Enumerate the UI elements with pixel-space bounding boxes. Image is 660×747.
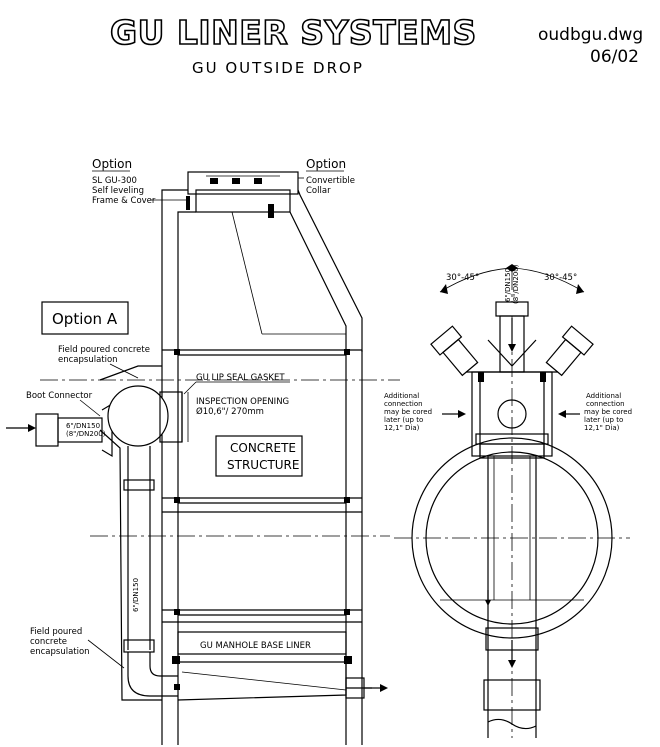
svg-text:INSPECTION OPENING: INSPECTION OPENING — [196, 397, 289, 407]
angle-left-label: 30°-45° — [446, 273, 479, 283]
svg-text:may be cored: may be cored — [584, 408, 632, 416]
option-a-box — [41, 301, 129, 335]
svg-text:encapsulation: encapsulation — [30, 647, 90, 657]
angle-right-label: 30°-45° — [544, 273, 577, 283]
svg-text:STRUCTURE: STRUCTURE — [227, 458, 299, 472]
svg-text:connection: connection — [384, 400, 423, 408]
svg-text:(8"/DN200): (8"/DN200) — [512, 264, 520, 304]
option-a-label: Option A — [52, 310, 118, 328]
option-frame-label: Option — [92, 157, 132, 171]
lip-seal-label: GU LIP SEAL GASKET — [196, 373, 285, 383]
svg-text:may be cored: may be cored — [384, 408, 432, 416]
svg-text:12,1" Dia): 12,1" Dia) — [584, 424, 620, 432]
manhole-section-view — [35, 171, 400, 745]
base-liner-label: GU MANHOLE BASE LINER — [200, 641, 311, 651]
option-collar-label: Option — [306, 157, 346, 171]
svg-text:Frame & Cover: Frame & Cover — [92, 196, 156, 206]
svg-text:(8"/DN200): (8"/DN200) — [66, 430, 106, 438]
svg-text:later (up to: later (up to — [384, 416, 423, 424]
boot-connector-label: Boot Connector — [26, 391, 93, 401]
svg-text:Additional: Additional — [586, 392, 621, 400]
svg-text:6"/DN150: 6"/DN150 — [504, 268, 512, 302]
svg-text:6"/DN150: 6"/DN150 — [66, 422, 100, 430]
svg-text:SL GU-300: SL GU-300 — [92, 176, 137, 186]
svg-text:Field poured concrete: Field poured concrete — [58, 345, 150, 355]
svg-text:Convertible: Convertible — [306, 176, 355, 186]
svg-text:6"/DN150: 6"/DN150 — [132, 578, 140, 612]
callouts-right: 30°-45° 30°-45° 6"/DN150 (8"/DN200) Addi… — [384, 264, 632, 432]
svg-text:Field poured: Field poured — [30, 627, 82, 637]
svg-text:Self leveling: Self leveling — [92, 186, 144, 196]
svg-text:encapsulation: encapsulation — [58, 355, 118, 365]
drawing-date: 06/02 — [590, 47, 639, 67]
svg-text:connection: connection — [586, 400, 625, 408]
flow-arrows-left — [6, 424, 388, 692]
concrete-structure-box — [215, 435, 303, 477]
svg-text:Additional: Additional — [384, 392, 419, 400]
file-name: oudbgu.dwg — [538, 25, 643, 45]
drawing-subtitle: GU OUTSIDE DROP — [192, 59, 364, 77]
flow-arrows-right — [442, 318, 580, 668]
callouts-left: Option SL GU-300 Self leveling Frame & C… — [26, 157, 355, 669]
drawing-title: GU LINER SYSTEMS — [110, 13, 477, 52]
svg-text:Ø10,6"/ 270mm: Ø10,6"/ 270mm — [196, 406, 264, 417]
svg-text:Collar: Collar — [306, 186, 331, 196]
svg-text:CONCRETE: CONCRETE — [230, 441, 296, 455]
svg-text:later (up to: later (up to — [584, 416, 623, 424]
svg-text:concrete: concrete — [30, 637, 67, 647]
svg-text:12,1" Dia): 12,1" Dia) — [384, 424, 420, 432]
